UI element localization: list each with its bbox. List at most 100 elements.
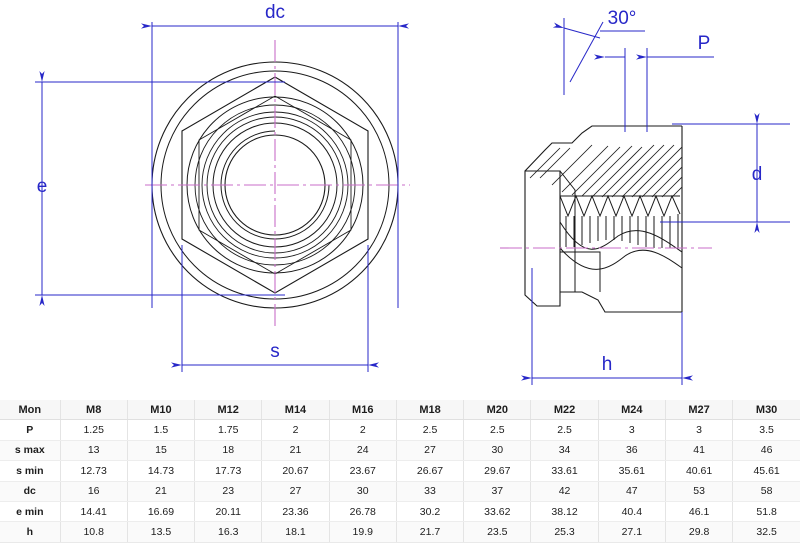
table-cell: 16 [60, 481, 128, 502]
table-cell: 40.4 [598, 501, 666, 523]
table-cell: 21.7 [396, 521, 465, 543]
table-cell: 40.61 [665, 460, 734, 482]
table-row-label: dc [0, 481, 61, 502]
table-cell: 20.67 [261, 460, 330, 482]
table-header-cell: M8 [60, 400, 128, 421]
table-cell: 24 [329, 440, 397, 462]
table-cell: 46 [732, 440, 800, 462]
table-cell: 3 [665, 419, 734, 441]
table-header-cell: M20 [463, 400, 532, 421]
table-cell: 32.5 [732, 521, 800, 543]
table-cell: 47 [598, 481, 666, 502]
table-cell: 16.3 [194, 521, 263, 543]
table-cell: 23.5 [463, 521, 532, 543]
table-cell: 3 [598, 419, 666, 441]
table-cell: 2.5 [396, 419, 465, 441]
table-cell: 13.5 [127, 521, 196, 543]
table-cell: 23 [194, 481, 263, 502]
front-view-group: dc e s [35, 2, 410, 372]
table-cell: 27.1 [598, 521, 666, 543]
table-cell: 13 [60, 440, 128, 462]
table-cell: 1.25 [60, 419, 128, 441]
table-cell: 21 [127, 481, 196, 502]
e-label: e [37, 176, 48, 197]
h-label: h [602, 354, 613, 375]
thread-minor-arc [220, 130, 330, 240]
table-cell: 17.73 [194, 460, 263, 482]
table-cell: 34 [530, 440, 599, 462]
angle-label: 30° [608, 8, 637, 29]
table-cell: 45.61 [732, 460, 800, 482]
table-cell: 36 [598, 440, 666, 462]
table-cell: 42 [530, 481, 599, 502]
table-cell: 1.5 [127, 419, 196, 441]
table-cell: 3.5 [732, 419, 800, 441]
table-cell: 14.41 [60, 501, 128, 523]
table-row-label: h [0, 521, 61, 543]
table-cell: 27 [396, 440, 465, 462]
table-cell: 20.11 [194, 501, 263, 523]
thread-profile-upper [559, 194, 683, 270]
table-cell: 29.67 [463, 460, 532, 482]
flange-inner-edge [559, 170, 576, 292]
table-cell: 58 [732, 481, 800, 502]
table-cell: 37 [463, 481, 532, 502]
table-cell: 51.8 [732, 501, 800, 523]
table-cell: 1.75 [194, 419, 263, 441]
table-cell: 12.73 [60, 460, 128, 482]
table-cell: 33.61 [530, 460, 599, 482]
table-cell: 33.62 [463, 501, 532, 523]
table-cell: 18 [194, 440, 263, 462]
table-header-cell: M24 [598, 400, 666, 421]
table-cell: 21 [261, 440, 330, 462]
table-cell: 29.8 [665, 521, 734, 543]
table-cell: 2 [261, 419, 330, 441]
table-cell: 33 [396, 481, 465, 502]
table-header-cell: M14 [261, 400, 330, 421]
table-cell: 46.1 [665, 501, 734, 523]
angle-leader [569, 21, 604, 83]
table-cell: 14.73 [127, 460, 196, 482]
body-top-profile [524, 125, 682, 172]
table-header-cell: M30 [732, 400, 800, 421]
section-hatching [529, 144, 682, 198]
table-header-cell: M27 [665, 400, 734, 421]
table-row-label: e min [0, 501, 61, 523]
table-header-cell: M10 [127, 400, 196, 421]
table-cell: 19.9 [329, 521, 397, 543]
table-row-label: s min [0, 460, 61, 482]
table-cell: 23.67 [329, 460, 397, 482]
flange-left-block [524, 170, 561, 307]
table-header-cell: M18 [396, 400, 465, 421]
table-cell: 25.3 [530, 521, 599, 543]
table-cell: 2.5 [463, 419, 532, 441]
table-cell: 18.1 [261, 521, 330, 543]
table-cell: 41 [665, 440, 734, 462]
technical-drawing: dc e s [35, 2, 790, 385]
flange-step [560, 251, 601, 292]
table-cell: 2.5 [530, 419, 599, 441]
table-row-label: P [0, 419, 61, 441]
table-cell: 15 [127, 440, 196, 462]
table-cell: 2 [329, 419, 397, 441]
table-header-cell: M16 [329, 400, 397, 421]
table-cell: 27 [261, 481, 330, 502]
table-header-cell: M12 [194, 400, 263, 421]
table-cell: 53 [665, 481, 734, 502]
table-cell: 30.2 [396, 501, 465, 523]
section-view-group: 30° P d h [500, 8, 790, 385]
table-row-label: s max [0, 440, 61, 462]
table-cell: 30 [463, 440, 532, 462]
d-label: d [752, 164, 763, 185]
table-cell: 10.8 [60, 521, 128, 543]
section-body-outline [524, 125, 683, 313]
p-label: P [698, 33, 711, 54]
